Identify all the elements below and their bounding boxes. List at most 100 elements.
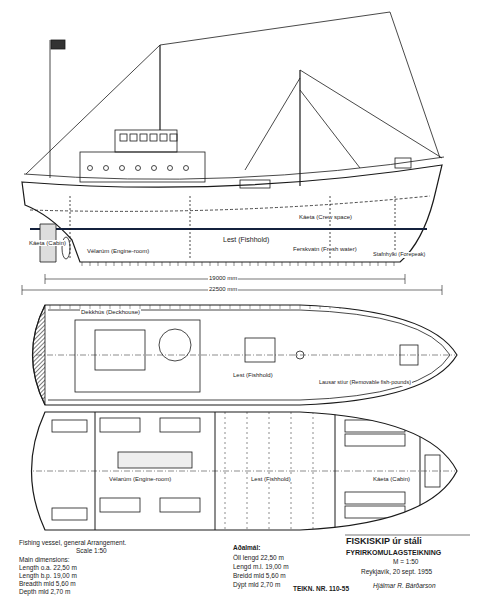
frame-tick (90, 262, 91, 266)
porthole (104, 166, 109, 171)
title-block-text: Lengd m.l. 19,00 m (232, 564, 290, 571)
frame-tick (170, 305, 171, 309)
title-block-text: Hjálmar R. Bárðarson (372, 583, 437, 590)
title-block-text: M = 1:50 (392, 559, 419, 566)
space-label: Lest (Fishhold) (232, 372, 274, 378)
frame-tick (360, 305, 361, 309)
wheelhouse (95, 330, 145, 370)
frame-tick (194, 262, 195, 266)
dimension-text: 19000 mm (208, 275, 238, 281)
bulwark-rail (24, 157, 444, 179)
fitting (100, 498, 140, 512)
frame-tick (340, 305, 341, 309)
frame-tick (314, 262, 315, 266)
fitting (160, 418, 200, 432)
space-label: Káeta (Crew space) (298, 214, 353, 220)
hold-plan (25, 405, 470, 540)
frame-tick (50, 305, 51, 309)
title-block-text: Öll lengd 22,50 m (232, 555, 285, 562)
frame-tick (70, 305, 71, 309)
fitting (160, 498, 200, 512)
frame-tick (60, 305, 61, 309)
fitting (100, 418, 140, 432)
waterline (30, 228, 427, 230)
frame-tick (106, 262, 107, 266)
hull-profile (22, 165, 442, 262)
window (150, 134, 157, 141)
deckhouse (75, 320, 200, 392)
bulkhead (335, 405, 336, 540)
frame-tick (330, 262, 331, 266)
pound-board (269, 412, 270, 530)
fitting (345, 506, 405, 518)
windlass (395, 158, 411, 168)
porthole (168, 166, 173, 171)
derrick-boom (300, 90, 360, 168)
fore-stay (300, 70, 442, 158)
frame-tick (300, 305, 301, 309)
frame-tick (250, 305, 251, 309)
frame-tick (386, 262, 387, 266)
pound-board (247, 412, 248, 530)
space-label: Káeta (Cabin) (372, 476, 411, 482)
frame-tick (230, 305, 231, 309)
frame-tick (200, 305, 201, 309)
frame-tick (280, 305, 281, 309)
frame-tick (138, 262, 139, 266)
bulkhead (190, 196, 191, 260)
window (170, 134, 177, 141)
space-label: Vélarúm (Engine-room) (86, 248, 150, 254)
frame-tick (150, 305, 151, 309)
frame-tick (450, 305, 451, 309)
frame-tick (274, 262, 275, 266)
fitting (425, 455, 440, 487)
frame-tick (440, 305, 441, 309)
frame-tick (430, 305, 431, 309)
space-label: Dekkhús (Deckhouse) (80, 309, 141, 315)
drawing-title: FISKISKIP úr stáli (345, 537, 423, 546)
frame-tick (154, 262, 155, 266)
frame-tick (322, 262, 323, 266)
frame-tick (210, 262, 211, 266)
space-label: Lest (Fishhold) (250, 476, 292, 482)
dimension-tick (22, 285, 23, 295)
main-mast (159, 45, 160, 130)
bulkhead (95, 405, 96, 540)
frame-tick (298, 262, 299, 266)
window (120, 134, 127, 141)
fish-hatch (245, 338, 275, 362)
bulkhead (215, 405, 216, 540)
frame-tick (350, 305, 351, 309)
frame-tick (354, 262, 355, 266)
hatch-coaming (240, 180, 270, 188)
frame-tick (266, 262, 267, 266)
space-label: Vélarúm (Engine-room) (108, 476, 172, 482)
title-block-text: Length b.p. 19,00 m (18, 573, 78, 580)
dimension-tick (45, 274, 46, 284)
aerial-wire (390, 12, 440, 158)
frame-tick (218, 262, 219, 266)
frame-tick (378, 262, 379, 266)
flag-pole (50, 40, 51, 178)
porthole (136, 166, 141, 171)
frame-tick (258, 262, 259, 266)
frame-tick (226, 262, 227, 266)
aerial-wire (160, 12, 390, 45)
frame-tick (190, 305, 191, 309)
title-block-text: Breidd mld 5,60 m (232, 573, 287, 580)
porthole (88, 166, 93, 171)
frame-tick (338, 262, 339, 266)
side-elevation (22, 12, 444, 295)
fitting (345, 492, 405, 504)
deck-plan (25, 305, 457, 405)
skylight (159, 329, 191, 361)
bulkhead (395, 196, 396, 260)
fitting (345, 434, 405, 446)
title-block-text: TEIKN. NR. 110-55 (292, 586, 350, 593)
title-block-text: FYRIRKOMULAGSTEIKNING (345, 549, 442, 556)
fitting (52, 508, 87, 520)
fitting (345, 420, 405, 432)
lower-deck (30, 196, 430, 211)
